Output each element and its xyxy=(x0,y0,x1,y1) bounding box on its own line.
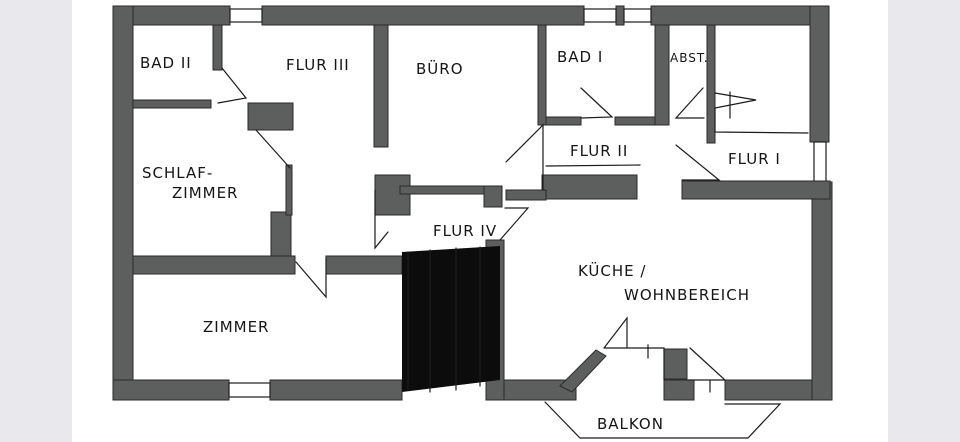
wall-bad1-abst xyxy=(654,24,670,126)
room-label-bad1: BAD I xyxy=(557,48,603,66)
door-schlafzimmer xyxy=(255,129,291,169)
balcony-rail-left xyxy=(559,349,607,393)
door-flur2-left xyxy=(505,123,544,191)
room-label-schlafzimmer-2: ZIMMER xyxy=(172,184,238,202)
window-right xyxy=(813,141,827,183)
wall-bottom-mid xyxy=(269,379,403,401)
stairs-flur1 xyxy=(714,92,809,134)
wall-top-mid xyxy=(261,5,585,26)
window-top-right-a xyxy=(583,8,617,23)
door-balkon-left xyxy=(603,316,628,349)
wall-buero-bottom-line xyxy=(399,185,486,195)
wall-top-right-b xyxy=(650,5,830,26)
door-balkon-right xyxy=(687,347,727,381)
wall-bad1-bottom xyxy=(545,116,582,126)
room-label-flur4: FLUR IV xyxy=(433,222,497,240)
redacted-area xyxy=(402,246,500,392)
door-flur1 xyxy=(675,144,721,181)
wall-schlaf-right xyxy=(270,211,292,257)
room-label-kueche-1: KÜCHE / xyxy=(578,261,646,280)
room-label-flur3: FLUR III xyxy=(286,56,350,74)
room-label-flur2: FLUR II xyxy=(570,142,628,160)
window-top-right-b xyxy=(623,8,652,23)
wall-flur4-post xyxy=(483,185,503,208)
wall-balkon-post xyxy=(663,348,688,380)
wall-flur1-bottom xyxy=(681,180,831,200)
door-bad2 xyxy=(217,67,248,104)
room-label-abst: ABST. xyxy=(670,51,709,65)
window-bottom-left xyxy=(228,382,271,398)
redaction-strokes xyxy=(407,246,481,393)
door-buero xyxy=(374,189,389,250)
balcony xyxy=(544,347,782,439)
wall-bad2-flur3-divider xyxy=(212,24,223,71)
balcony-outline xyxy=(544,401,782,439)
wall-bad1-bottom-right xyxy=(614,116,658,126)
wall-abst-right xyxy=(706,24,716,144)
door-zimmer xyxy=(295,257,327,299)
wall-buero-bad1 xyxy=(537,24,547,126)
wall-flur2-bottom xyxy=(541,174,638,200)
window-top-left xyxy=(229,8,263,23)
wall-flur2-bottom-left xyxy=(505,189,547,201)
wall-right-upper xyxy=(809,5,830,143)
door-swings xyxy=(217,67,809,393)
room-label-flur1: FLUR I xyxy=(728,150,781,168)
wall-bad2-bottom xyxy=(132,99,212,109)
wall-zimmer-top xyxy=(325,255,403,275)
wall-flur3-buero xyxy=(373,24,389,148)
room-label-kueche-2: WOHNBEREICH xyxy=(624,286,750,304)
wall-buero-bottom xyxy=(374,174,411,216)
wall-top-right-a xyxy=(615,5,625,26)
room-label-bad2: BAD II xyxy=(140,54,192,72)
wall-bottom-left xyxy=(112,379,230,401)
wall-left xyxy=(112,5,134,401)
room-label-schlafzimmer-1: SCHLAF- xyxy=(142,164,213,182)
room-label-buero: BÜRO xyxy=(416,59,464,78)
balcony-inner xyxy=(603,347,665,381)
door-abst xyxy=(674,87,705,119)
wall-balkon-step xyxy=(663,379,695,401)
wall-schlaf-right-thin xyxy=(285,164,293,216)
wall-flur3-block xyxy=(247,102,294,131)
door-bad1 xyxy=(580,87,614,119)
room-labels: BAD II FLUR III BÜRO BAD I ABST. FLUR II… xyxy=(140,48,781,433)
room-label-zimmer: ZIMMER xyxy=(203,318,269,336)
wall-schlaf-bottom xyxy=(132,255,296,275)
flur2-line xyxy=(545,164,641,167)
room-label-balkon: BALKON xyxy=(597,415,664,433)
door-flur4 xyxy=(499,207,530,241)
wall-right-lower xyxy=(811,181,833,401)
